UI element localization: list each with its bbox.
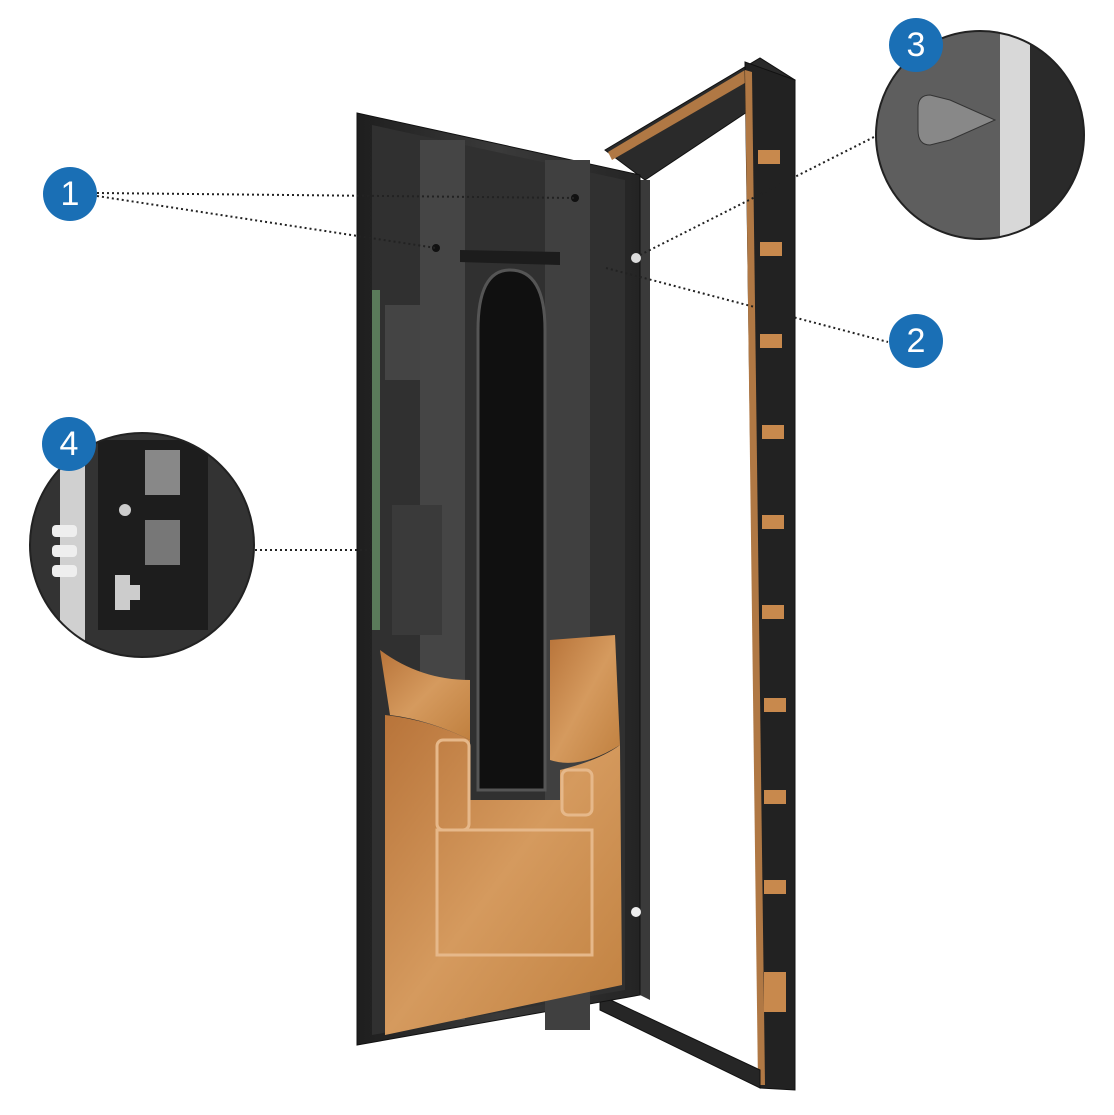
callout-badge-3: 3 [889,18,943,72]
callout-badge-1: 1 [43,167,97,221]
callout-badge-2: 2 [889,314,943,368]
leader-lines [96,134,889,551]
door-leaf [356,112,641,1046]
door-frame [599,57,796,1091]
callout-badge-4: 4 [42,417,96,471]
